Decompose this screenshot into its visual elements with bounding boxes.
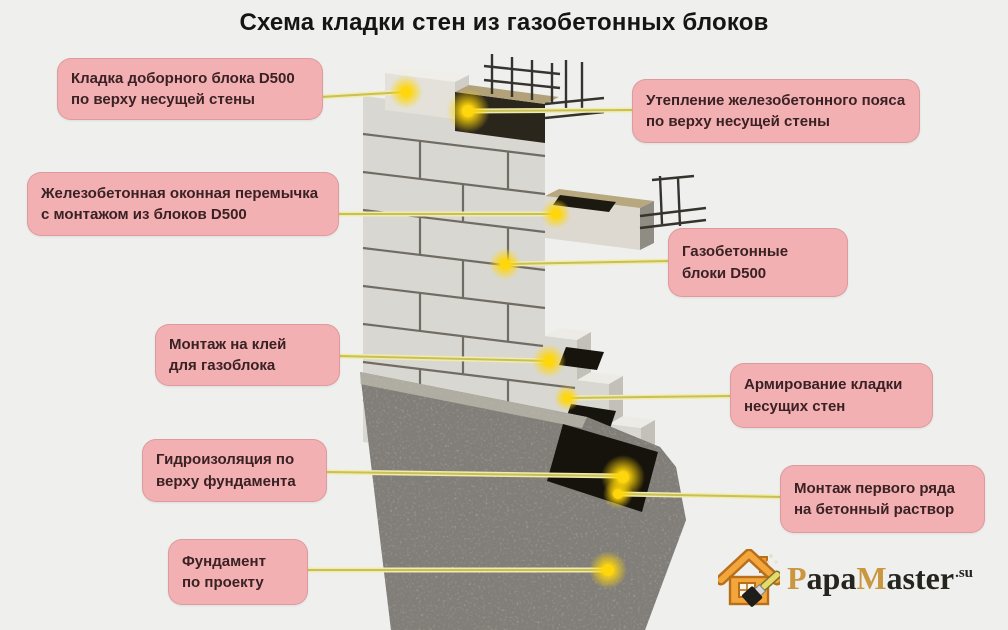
callout-dot	[446, 89, 490, 133]
label-lintel: Железобетонная оконная перемычка с монта…	[27, 172, 339, 236]
callout-dot	[589, 551, 627, 589]
callout-dot	[554, 385, 580, 411]
label-belt-insulation: Утепление железобетонного пояса по верху…	[632, 79, 920, 143]
label-text: Монтаж первого ряда на бетонный раствор	[794, 479, 955, 518]
label-text: Фундамент по проекту	[182, 552, 266, 591]
logo-suffix: .su	[955, 565, 973, 582]
house-paintbrush-icon	[718, 549, 780, 607]
label-reinforcement: Армирование кладки несущих стен	[730, 363, 933, 428]
papamaster-logo: PapaMaster.su	[718, 548, 973, 608]
label-text: Утепление железобетонного пояса по верху…	[646, 91, 906, 130]
label-foundation: Фундамент по проекту	[168, 539, 308, 605]
foundation-graphic	[360, 372, 686, 630]
label-dobor-block: Кладка доборного блока D500 по верху нес…	[57, 58, 323, 120]
label-glue-mounting: Монтаж на клей для газоблока	[155, 324, 340, 386]
rebar	[483, 54, 605, 120]
callout-lines	[303, 89, 785, 573]
label-text: Газобетонные блоки D500	[682, 243, 789, 282]
callout-dot	[541, 199, 571, 229]
label-text: Гидроизоляция по верху фундамента	[156, 451, 296, 490]
wall-graphic	[362, 54, 707, 480]
label-text: Железобетонная оконная перемычка с монта…	[41, 184, 319, 223]
label-text: Армирование кладки несущих стен	[744, 376, 903, 415]
callout-dot	[603, 479, 633, 509]
page-title: Схема кладки стен из газобетонных блоков	[239, 9, 769, 36]
callout-dot	[389, 75, 423, 109]
label-text: Кладка доборного блока D500 по верху нес…	[71, 69, 295, 108]
label-first-row: Монтаж первого ряда на бетонный раствор	[780, 465, 985, 533]
logo-wordmark: PapaMaster.su	[787, 560, 973, 596]
callout-dot	[532, 344, 566, 378]
callout-dots	[389, 75, 645, 589]
callout-dot	[489, 248, 521, 280]
label-text: Монтаж на клей для газоблока	[169, 335, 287, 374]
label-waterproofing: Гидроизоляция по верху фундамента	[142, 439, 327, 502]
label-gas-blocks: Газобетонные блоки D500	[668, 228, 848, 297]
